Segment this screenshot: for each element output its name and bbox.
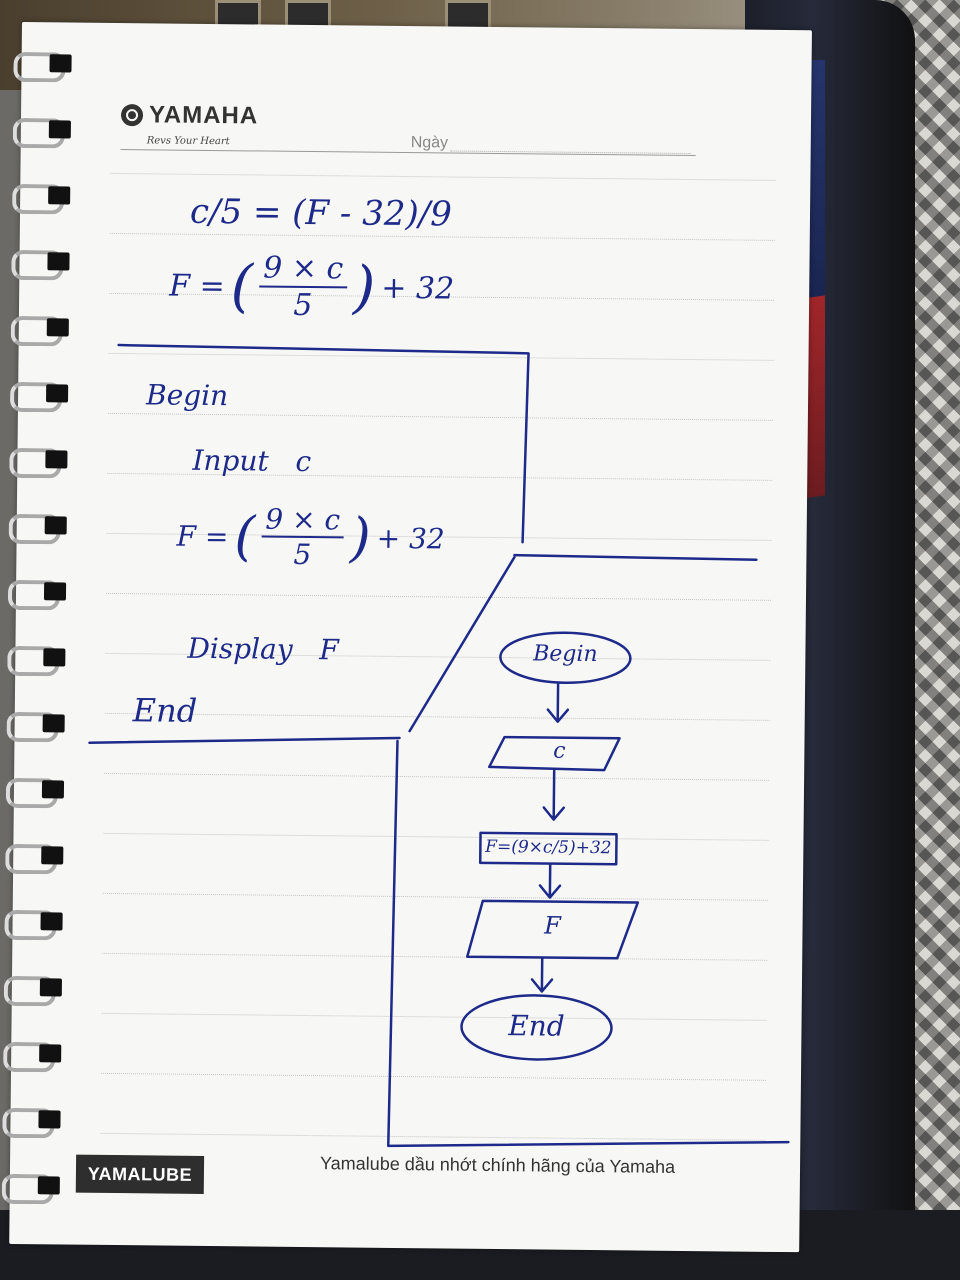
arrow-input-to-process [542, 769, 566, 821]
arrow-begin-to-input [546, 683, 570, 723]
arrow-process-to-output [538, 863, 562, 899]
flowchart-end-label: End [508, 1009, 565, 1043]
flowchart-begin-label: Begin [533, 641, 598, 668]
pseudocode-box-border [117, 343, 530, 544]
flowchart-process-box [478, 831, 618, 866]
flowchart-frame [387, 739, 790, 1148]
footer-slogan: Yamalube dầu nhớt chính hãng của Yamaha [319, 1153, 676, 1177]
flowchart-output-parallelogram [465, 899, 640, 960]
divider-bottom [88, 736, 401, 744]
flowchart-begin-terminal [499, 631, 632, 684]
flowchart-input-parallelogram [487, 735, 621, 772]
flowchart-process-label: F=(9×c/5)+32 [485, 836, 612, 859]
notebook-page: YAMAHA Revs Your Heart Ngày c/5 = (F - 3… [1, 22, 812, 1253]
arrow-output-to-end [530, 957, 554, 993]
divider-flowchart-top [513, 553, 758, 561]
flowchart-output-label: F [544, 911, 562, 940]
ink-drawing [88, 343, 790, 1148]
footer-brand-logo: YAMALUBE [75, 1154, 205, 1194]
divider-diagonal [408, 555, 516, 733]
flowchart-end-terminal [460, 994, 613, 1061]
flowchart-input-label: c [553, 738, 566, 764]
